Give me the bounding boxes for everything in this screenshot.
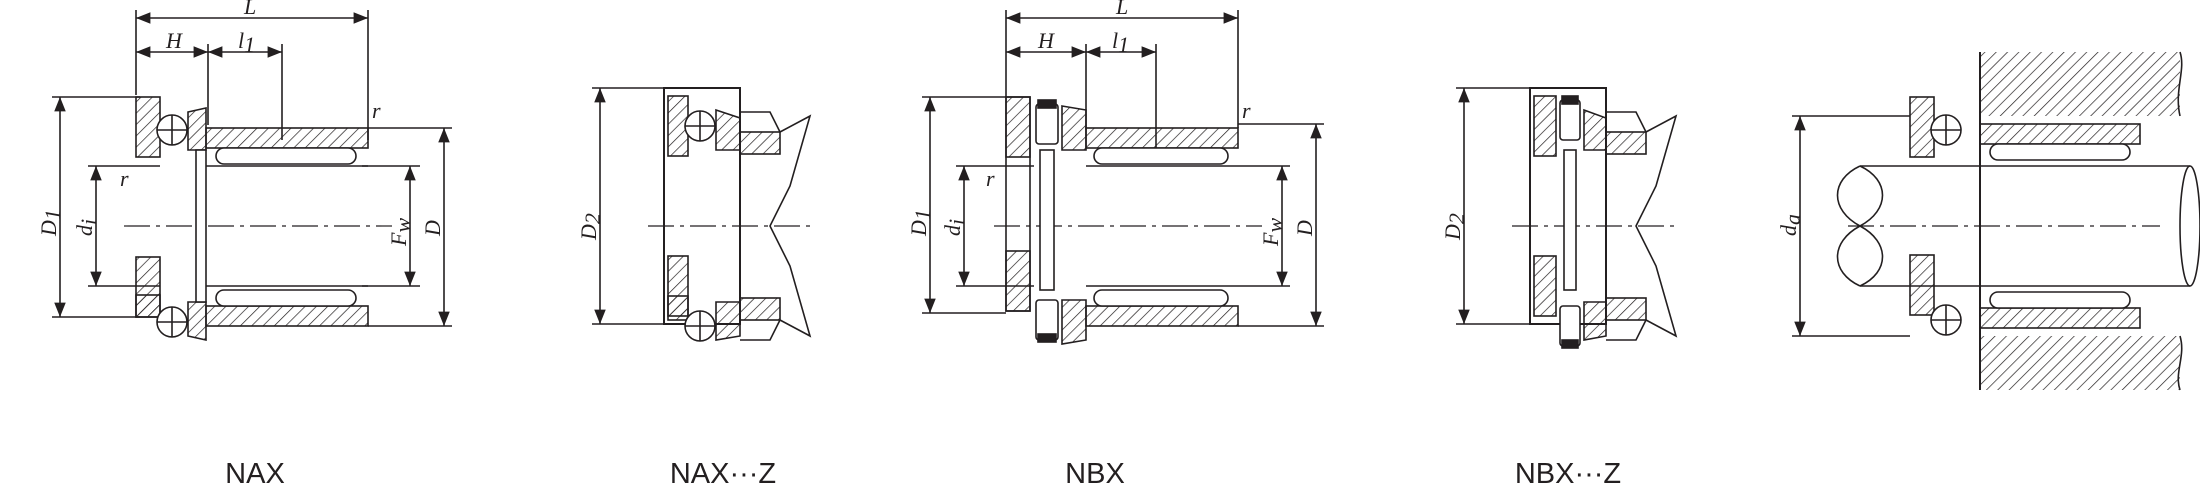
label-D1-nbx: D1 (906, 209, 935, 237)
svg-text:Fw: Fw (1258, 218, 1287, 247)
figure-mounting (1792, 51, 2200, 391)
label-L-nbx: L (1115, 0, 1128, 19)
label-r-inner-nbx: r (986, 166, 995, 191)
label-L: L (243, 0, 256, 19)
label-D-nbx: D (1292, 220, 1317, 237)
caption-nax: NAX (225, 458, 285, 490)
label-D1: D1 (36, 209, 65, 237)
svg-text:D: D (420, 220, 445, 237)
svg-text:D1: D1 (906, 209, 935, 237)
caption-nbx-z: NBX···Z (1514, 458, 1622, 490)
label-H-nbx: H (1037, 28, 1055, 53)
label-r-inner: r (120, 166, 129, 191)
label-D: D (420, 220, 445, 237)
svg-text:Fw: Fw (386, 218, 415, 247)
svg-text:D2: D2 (1440, 213, 1469, 241)
svg-text:D: D (1292, 220, 1317, 237)
figure-nax-z (592, 87, 812, 342)
label-l1: l1 (238, 28, 255, 57)
label-D2-nbxz: D2 (1440, 213, 1469, 241)
label-di-nbx: di (940, 219, 969, 236)
label-H: H (165, 28, 183, 53)
outer-ring-top (205, 127, 369, 149)
label-da: da (1776, 214, 1805, 236)
outer-ring-bottom (205, 305, 369, 327)
svg-text:D1: D1 (36, 209, 65, 237)
svg-text:di: di (940, 219, 969, 236)
figure-nbx (922, 10, 1324, 345)
svg-text:di: di (72, 219, 101, 236)
label-l1-nbx: l1 (1112, 28, 1129, 57)
label-D2: D2 (576, 213, 605, 241)
label-r: r (372, 98, 381, 123)
needle-roller-top (215, 147, 357, 165)
thrust-washer-top (135, 96, 161, 158)
figure-nbx-z (1456, 87, 1678, 349)
figure-nax (52, 10, 452, 341)
caption-nax-z: NAX···Z (669, 458, 777, 490)
label-r-nbx: r (1242, 98, 1251, 123)
label-Fw-nbx: Fw (1258, 218, 1287, 247)
caption-nbx: NBX (1065, 458, 1125, 490)
svg-text:D2: D2 (576, 213, 605, 241)
needle-roller-bottom (215, 289, 357, 307)
svg-text:da: da (1776, 214, 1805, 236)
label-di: di (72, 219, 101, 236)
label-Fw: Fw (386, 218, 415, 247)
